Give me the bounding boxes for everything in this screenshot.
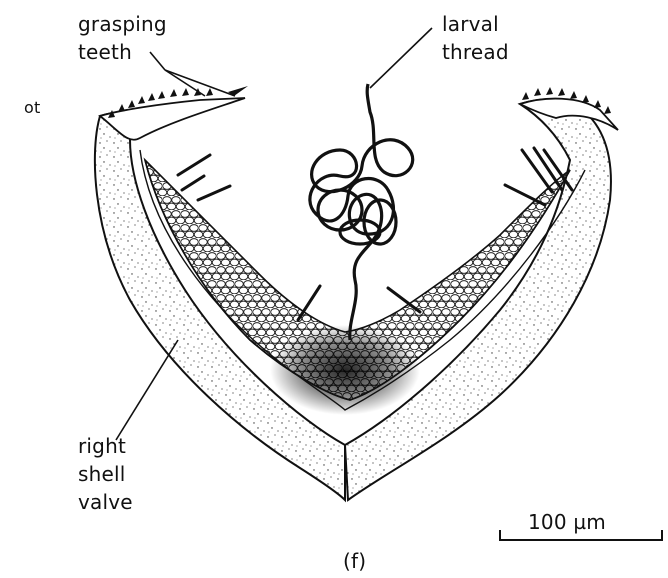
grasping-teeth-label: grasping teeth	[78, 10, 167, 66]
partial-edge-text: ot	[24, 94, 40, 122]
right-shell-valve	[345, 99, 618, 500]
grasping-teeth-line-2: teeth	[78, 38, 167, 66]
right-shell-valve-line-2: shell	[78, 460, 133, 488]
right-shell-valve-label: right shell valve	[78, 432, 133, 516]
grasping-teeth-line-1: grasping	[78, 10, 167, 38]
larval-thread-line-2: thread	[442, 38, 509, 66]
panel-label: (f)	[343, 547, 366, 575]
larval-thread	[310, 84, 413, 340]
right-shell-valve-line-1: right	[78, 432, 133, 460]
larval-thread-label: larval thread	[442, 10, 509, 66]
scale-bar-label: 100 µm	[528, 508, 606, 536]
larval-thread-line-1: larval	[442, 10, 509, 38]
right-shell-valve-line-3: valve	[78, 488, 133, 516]
